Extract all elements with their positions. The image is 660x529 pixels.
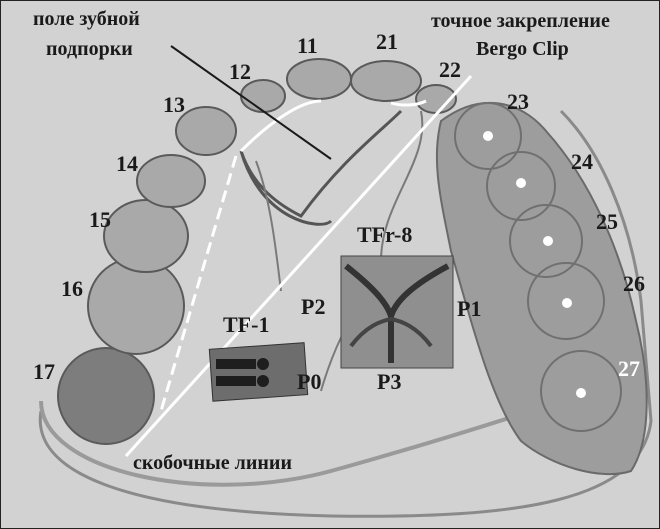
abutment-field-label-line2: подпорки [46,39,133,59]
tooth-12-shape [241,80,285,112]
p0-label: P0 [297,371,321,393]
tooth-26-number: 26 [623,273,645,295]
p1-label: P1 [457,298,481,320]
tooth-14-shape [137,155,205,207]
tooth-16-number: 16 [61,278,83,300]
tooth-17-number: 17 [33,361,55,383]
precise-fixation-label-line1: точное закрепление [431,11,610,31]
tooth-12-number: 12 [229,61,251,83]
dot-24 [516,178,526,188]
tooth-16-shape [88,258,184,354]
abutment-field-label-line1: поле зубной [33,9,140,29]
tooth-22-number: 22 [439,59,461,81]
tooth-21-shape [351,61,421,101]
tf1-inset [209,343,307,402]
precise-fixation-label-line2: Bergo Clip [476,39,569,59]
clasp-lines-label: скобочные линии [133,453,292,473]
p3-label: P3 [377,371,401,393]
tooth-13-number: 13 [163,94,185,116]
dot-27 [576,388,586,398]
p2-label: P2 [301,296,325,318]
tooth-23-number: 23 [507,91,529,113]
tooth-15-shape [104,200,188,272]
dot-23 [483,131,493,141]
tf1-label: TF-1 [223,314,269,336]
dot-26 [562,298,572,308]
tooth-11-number: 11 [297,35,318,57]
dot-25 [543,236,553,246]
tfr8-label: TFr-8 [357,224,412,246]
tooth-24-number: 24 [571,151,593,173]
tooth-13-shape [176,107,236,155]
framework-side [256,161,281,291]
tooth-11-shape [287,59,351,99]
tooth-14-number: 14 [116,153,138,175]
tfr8-inset [341,256,453,368]
tooth-25-number: 25 [596,211,618,233]
tooth-27-number: 27 [618,358,640,380]
tooth-21-number: 21 [376,31,398,53]
tooth-17-shape [58,348,154,444]
tooth-15-number: 15 [89,209,111,231]
